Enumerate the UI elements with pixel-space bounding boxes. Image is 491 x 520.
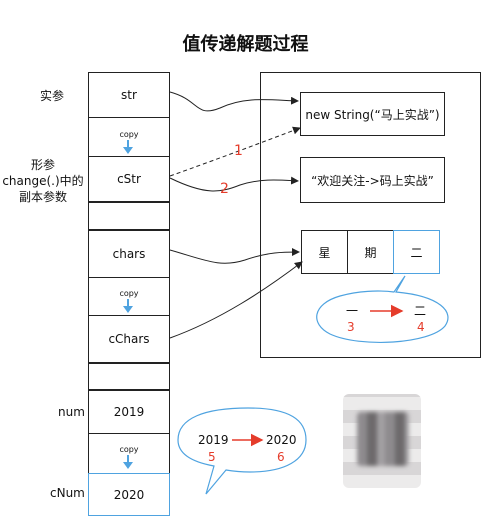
copy-label-3: copy — [119, 445, 139, 454]
step-label-2: 2 — [220, 181, 229, 197]
heap-object-new-string: new String(“马上实战”) — [300, 92, 445, 136]
step-label-1: 1 — [234, 143, 243, 159]
formal-label-line3: 副本参数 — [18, 190, 67, 204]
copy-arrow-1 — [123, 147, 133, 154]
stack-cell-empty-1 — [88, 202, 170, 230]
stack-cell-str: str — [88, 72, 170, 118]
blurred-image — [343, 394, 421, 488]
char-cell-3: 二 — [393, 230, 440, 274]
stack-cell-chars: chars — [88, 230, 170, 278]
formal-label-line1: 形参 — [30, 158, 55, 172]
formal-param-label: 形参 change(.)中的 副本参数 — [0, 157, 86, 205]
blurred-image-content — [357, 412, 409, 466]
diagram-title: 值传递解题过程 — [182, 34, 309, 55]
num-bubble — [177, 407, 307, 495]
char-step-4: 4 — [417, 320, 425, 334]
char-bubble-from: 一 — [346, 304, 359, 318]
formal-label-line2: change(.)中的 — [2, 174, 84, 188]
char-step-3: 3 — [347, 320, 355, 334]
arrow-cstr-to-literal — [169, 176, 299, 192]
heap-region — [260, 72, 481, 358]
char-bubble — [316, 275, 449, 344]
arrow-cchars-to-array — [169, 261, 303, 339]
copy-arrow-stem-1 — [127, 140, 129, 148]
num-bubble-to: 2020 — [266, 433, 297, 447]
heap-object-new-literal: “欢迎关注->码上实战” — [300, 157, 445, 203]
stack-cell-cnum: 2020 — [88, 473, 170, 516]
copy-label-2: copy — [119, 289, 139, 298]
copy-label-1: copy — [119, 130, 139, 139]
cnum-label: cNum — [50, 486, 85, 500]
arrow-str-to-string — [169, 91, 299, 112]
copy-arrow-stem-3 — [127, 455, 129, 463]
char-cell-1: 星 — [301, 230, 348, 274]
arrow-chars-to-array — [169, 248, 300, 264]
actual-param-label: 实参 — [40, 89, 65, 103]
copy-arrow-3 — [123, 462, 133, 469]
copy-arrow-stem-2 — [127, 299, 129, 307]
num-step-6: 6 — [277, 450, 285, 464]
num-label: num — [58, 405, 85, 419]
num-step-5: 5 — [208, 450, 216, 464]
stack-cell-num: 2019 — [88, 390, 170, 434]
stack-cell-cstr: cStr — [88, 156, 170, 202]
stack-cell-empty-2 — [88, 363, 170, 390]
stack-cell-cchars: cChars — [88, 315, 170, 363]
num-bubble-from: 2019 — [198, 433, 229, 447]
char-bubble-to: 二 — [414, 304, 427, 318]
arrow-cstr-dashed — [169, 126, 301, 177]
copy-arrow-2 — [123, 306, 133, 313]
